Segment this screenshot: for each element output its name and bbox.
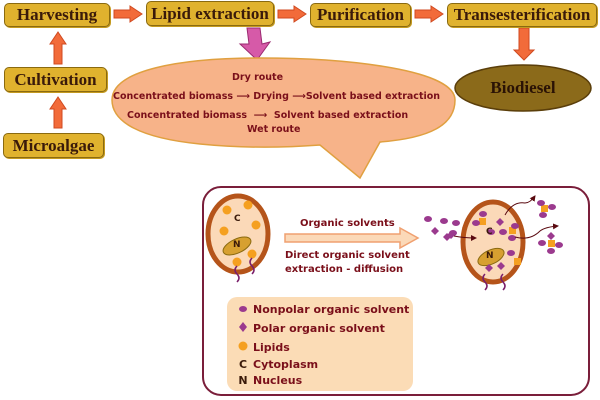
dry-route-title: Dry route [232, 72, 284, 83]
extraction-bubble [111, 57, 456, 180]
extraction-method-label-2: extraction - diffusion [285, 264, 404, 275]
extraction-method-label-1: Direct organic solvent [285, 250, 410, 261]
arrow-lipid-to-bubble [238, 27, 272, 61]
nucleus [222, 236, 252, 256]
cytoplasm-letter: C [234, 214, 241, 224]
legend-item-nucleus: N Nucleus [237, 374, 302, 387]
nucleus [477, 247, 505, 267]
arrow-right-icon: ⟶ [253, 110, 268, 121]
dry-route-step: Drying [253, 91, 289, 102]
wet-route-step: Concentrated biomass [127, 110, 248, 121]
wet-route-flow: Concentrated biomass ⟶ Solvent based ext… [127, 110, 408, 121]
legend-label: Nucleus [253, 374, 303, 387]
arrow-microalgae-to-cultivation [49, 96, 67, 129]
circle-icon [237, 303, 249, 316]
legend-item-nonpolar: Nonpolar organic solvent [237, 303, 409, 316]
step-label: Lipid extraction [151, 3, 269, 23]
biodiesel-ellipse [454, 64, 592, 112]
arrow-right-icon: ⟶ [236, 91, 250, 102]
free-solvent-particles [424, 216, 460, 241]
legend-item-lipids: Lipids [237, 341, 290, 354]
nucleus-letter: N [233, 240, 241, 250]
intact-cell [205, 193, 271, 283]
wet-route-title: Wet route [247, 124, 301, 135]
diamond-icon [237, 322, 249, 335]
circle-icon [237, 341, 249, 354]
wet-route-step: Solvent based extraction [273, 110, 409, 121]
step-label: Purification [317, 5, 404, 24]
organic-solvents-label: Organic solvents [300, 218, 395, 229]
legend-label: Cytoplasm [253, 358, 319, 371]
step-cultivation: Cultivation [4, 67, 107, 92]
biodiesel-label: Biodiesel [490, 78, 556, 97]
lipid-solvent-complexes [537, 200, 563, 254]
step-transesterification: Transesterification [447, 3, 597, 27]
legend: Nonpolar organic solvent Polar organic s… [227, 297, 413, 391]
dry-route-step: Solvent based extraction [305, 91, 441, 102]
arrow-cultivation-to-harvesting [49, 31, 67, 65]
step-label: Transesterification [453, 5, 591, 24]
legend-label: Nonpolar organic solvent [253, 303, 410, 316]
legend-item-polar: Polar organic solvent [237, 322, 385, 335]
step-purification: Purification [310, 3, 411, 27]
step-harvesting: Harvesting [4, 3, 110, 27]
cytoplasm-symbol: C [238, 358, 248, 371]
extracted-cell [453, 195, 559, 291]
arrow-transesterification-to-biodiesel [512, 27, 536, 61]
step-microalgae: Microalgae [3, 133, 104, 158]
arrow-harvesting-to-lipid [113, 5, 143, 23]
arrow-purification-to-transesterification [414, 5, 444, 23]
dry-route-flow: Concentrated biomass ⟶ Drying ⟶Solvent b… [113, 91, 440, 102]
nucleus-letter: N [486, 251, 494, 261]
step-label: Harvesting [16, 5, 98, 24]
step-lipid-extraction: Lipid extraction [146, 1, 274, 26]
legend-item-cytoplasm: C Cytoplasm [237, 358, 318, 371]
step-label: Cultivation [14, 69, 97, 89]
arrow-right-icon: ⟶ [292, 91, 306, 102]
arrow-lipid-to-purification [277, 5, 307, 23]
nucleus-symbol: N [238, 374, 248, 387]
step-label: Microalgae [12, 135, 95, 155]
legend-label: Lipids [253, 341, 290, 354]
solvent-arrow [284, 226, 420, 250]
legend-label: Polar organic solvent [253, 322, 385, 335]
dry-route-step: Concentrated biomass [113, 91, 234, 102]
cytoplasm-letter: C [486, 227, 493, 237]
